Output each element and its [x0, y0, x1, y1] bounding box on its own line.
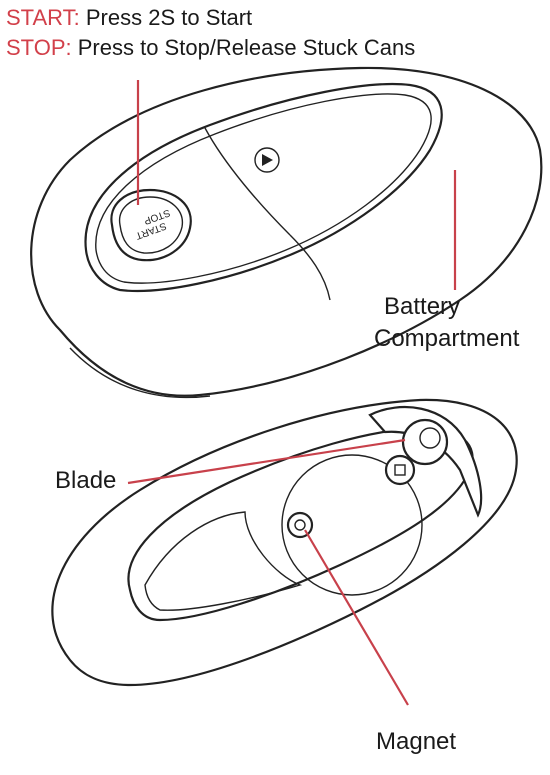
bottom-device-recess: [144, 511, 303, 611]
start-key: START:: [6, 5, 80, 30]
lid-seam-right: [289, 234, 331, 301]
stop-key: STOP:: [6, 35, 72, 60]
magnet-center: [294, 519, 306, 531]
blade-hub: [419, 427, 441, 449]
compartment-label: Compartment: [374, 325, 520, 352]
start-text: Press 2S to Start: [79, 5, 253, 30]
magnet-leader-line: [304, 529, 409, 706]
gear-center: [394, 464, 406, 476]
battery-label: Battery: [384, 293, 461, 320]
start-stop-button-ring: [118, 196, 184, 254]
stop-instruction: STOP: Press to Stop/Release Stuck Cans: [6, 35, 415, 61]
start-instruction: START: Press 2S to Start: [6, 5, 252, 31]
start-stop-button[interactable]: [110, 188, 192, 262]
lid-seam-left: [204, 127, 291, 236]
top-device: START STOP: [30, 66, 543, 399]
blade-label: Blade: [55, 467, 117, 494]
top-device-lid-inner: [95, 93, 432, 284]
cutting-area: [281, 454, 423, 596]
bottom-device: [51, 398, 518, 687]
play-button[interactable]: [254, 147, 280, 173]
magnet: [286, 511, 314, 539]
magnet-label: Magnet: [376, 728, 457, 755]
drive-gear: [384, 454, 416, 486]
blade-leader-line: [127, 438, 406, 485]
top-device-rim-line: [69, 347, 211, 399]
play-arrow-icon: [262, 154, 273, 166]
stop-text: Press to Stop/Release Stuck Cans: [71, 35, 416, 60]
blade: [401, 418, 449, 466]
